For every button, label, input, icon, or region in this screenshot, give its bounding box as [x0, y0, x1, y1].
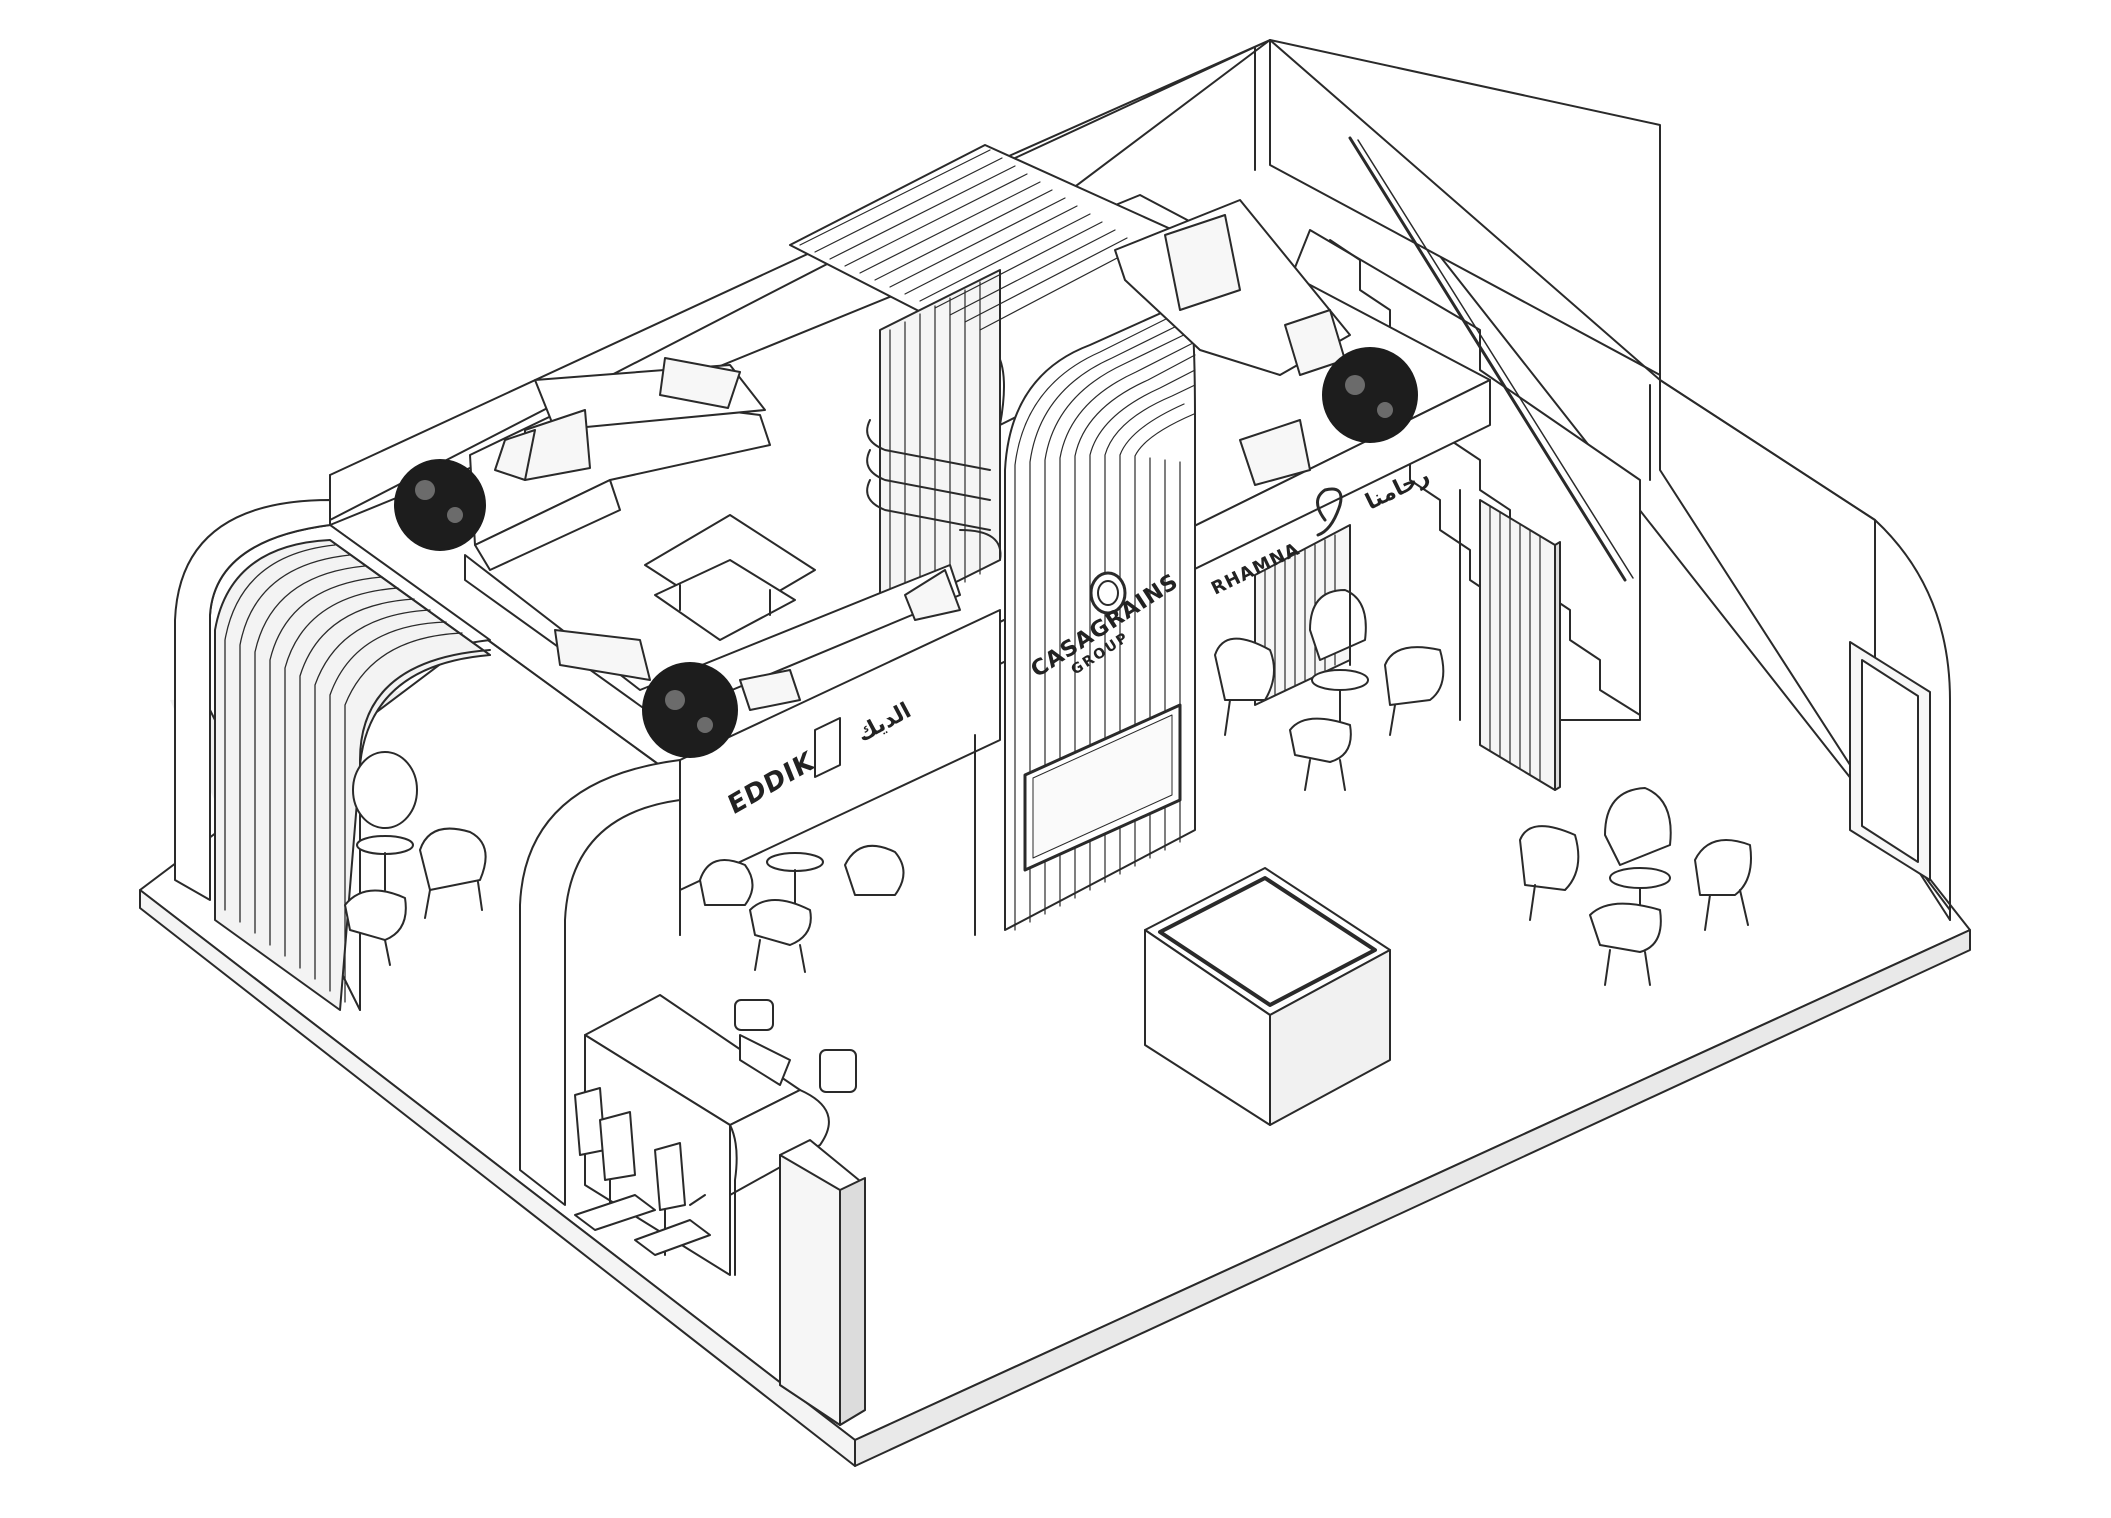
right-slatted-partition — [1479, 499, 1561, 791]
back-wall-right — [1254, 39, 1951, 921]
bird-logo-icon — [1316, 487, 1343, 537]
plant-upper-left — [394, 459, 486, 551]
tower-shelves — [866, 419, 1002, 561]
plant-upper-right — [1322, 347, 1418, 443]
plant-upper-front — [642, 662, 738, 758]
chair-group-left — [344, 751, 487, 966]
upper-coffee-table — [644, 514, 816, 641]
front-totem — [779, 1139, 866, 1426]
chair-group-center-right — [1214, 589, 1445, 791]
bar-stools — [574, 1087, 711, 1256]
upper-lounge-sofa-left — [469, 357, 771, 571]
central-tower — [789, 144, 1196, 931]
chair-group-right — [1519, 787, 1752, 986]
circular-emblem-icon — [1089, 571, 1127, 615]
chair-group-center-left — [699, 844, 905, 973]
center-cube — [1144, 867, 1391, 1126]
deck-posts — [974, 489, 1461, 936]
tower-slats — [799, 149, 1196, 931]
upper-sofa-right — [1114, 199, 1351, 486]
fascia-panel — [814, 717, 841, 778]
left-slatted-arch — [174, 499, 491, 1011]
